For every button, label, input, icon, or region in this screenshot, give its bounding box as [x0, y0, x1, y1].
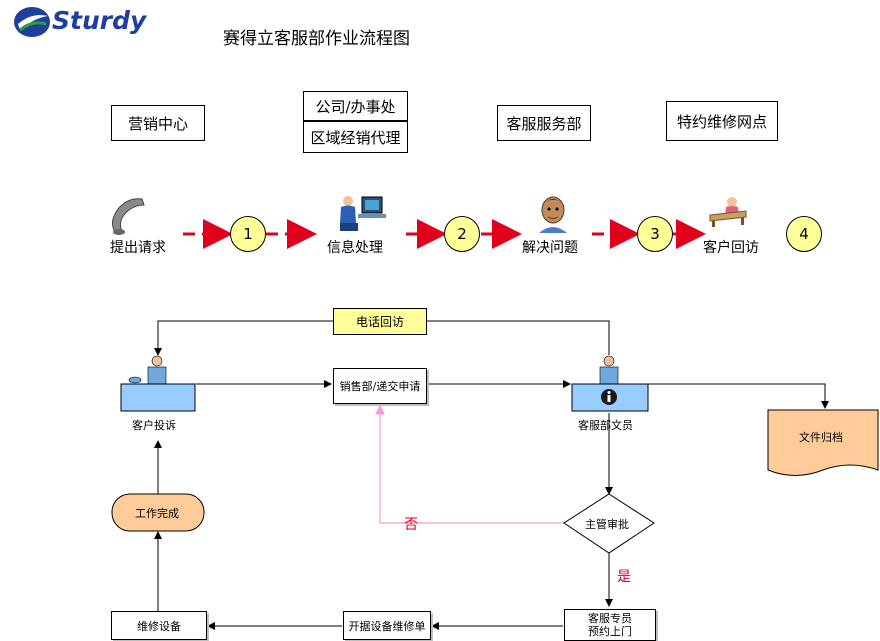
- step-label-solve: 解决问题: [522, 240, 578, 256]
- supervisor-approval-label: 主管审批: [585, 518, 629, 531]
- computer-operator-icon: [340, 196, 386, 231]
- customer-complaint-label: 客户投诉: [132, 419, 176, 432]
- file-archive-shape: [767, 409, 879, 476]
- dept-service: 客服服务部: [497, 105, 591, 141]
- service-staff-box: 客服专员 预约上门: [564, 609, 656, 641]
- step-circle-2: 2: [444, 216, 480, 252]
- service-clerk-desk-icon: [571, 355, 649, 412]
- step-label-callback: 客户回访: [703, 240, 759, 256]
- step-label-process: 信息处理: [327, 240, 383, 256]
- dept-marketing: 营销中心: [111, 105, 205, 141]
- phone-callback-box: 电话回访: [333, 308, 427, 335]
- step-label-request: 提出请求: [110, 240, 166, 256]
- service-staff-line1: 客服专员: [588, 612, 632, 625]
- sales-submit-box: 销售部/递交申请: [333, 368, 427, 404]
- step-circle-1: 1: [230, 216, 266, 252]
- approval-diamond: [563, 493, 655, 554]
- file-archive-label: 文件归档: [799, 431, 843, 444]
- repair-order-box: 开据设备维修单: [343, 611, 431, 640]
- dept-regional-agent: 区域经销代理: [303, 121, 408, 153]
- logo-swoosh-icon: [14, 7, 50, 37]
- work-done-shape: [111, 493, 205, 532]
- phone-handset-icon: [112, 198, 145, 235]
- step-circle-4: 4: [786, 216, 822, 252]
- dept-company-office: 公司/办事处: [303, 91, 408, 121]
- dept-repair-points: 特约维修网点: [666, 101, 778, 141]
- no-label: 否: [404, 517, 418, 533]
- person-face-icon: [539, 196, 567, 233]
- service-staff-line2: 预约上门: [588, 625, 632, 638]
- desk-worker-icon: [709, 197, 747, 227]
- work-done-label: 工作完成: [135, 507, 179, 520]
- page-title: 赛得立客服部作业流程图: [223, 29, 410, 49]
- step-circle-3: 3: [637, 216, 673, 252]
- rejection-path: [375, 404, 565, 524]
- logo-text: Sturdy: [52, 6, 147, 35]
- sturdy-logo: Sturdy: [12, 4, 147, 40]
- customer-desk-icon: [120, 355, 196, 412]
- service-clerk-label: 客服部文员: [578, 419, 633, 432]
- yes-label: 是: [617, 569, 631, 585]
- repair-equipment-box: 维修设备: [111, 611, 207, 640]
- main-flow: [154, 380, 829, 630]
- callback-loop: [154, 320, 610, 356]
